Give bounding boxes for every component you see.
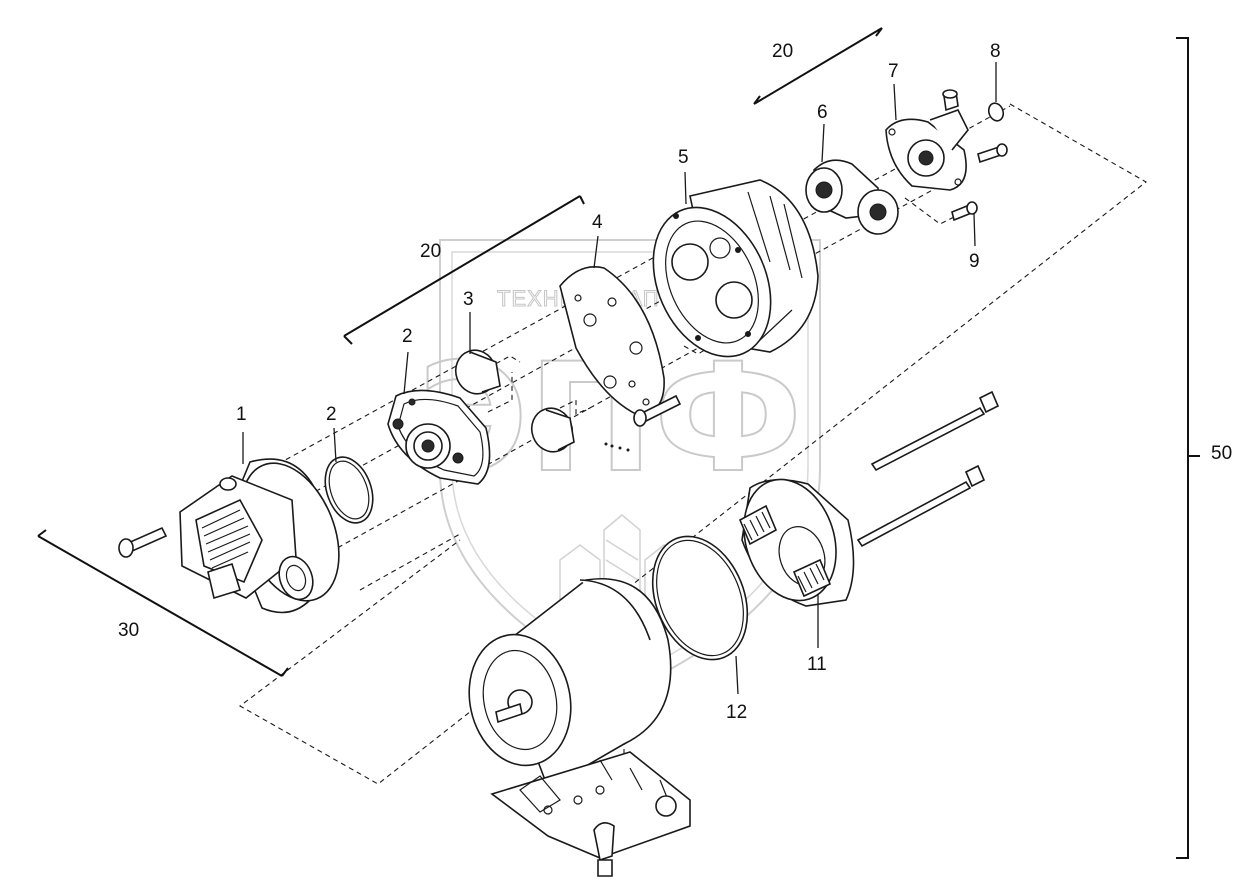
callout-2-ring: 2 [326,404,337,425]
bracket-group-20-top [753,27,883,105]
part-11-brush-plate [738,390,1000,607]
callout-1: 1 [236,404,247,425]
part-2-o-ring [324,456,374,524]
callout-7: 7 [888,61,899,82]
bracket-group-20-mid [343,195,585,345]
motor-body [468,578,672,790]
part-2-gear-plate [387,389,491,485]
callout-3: 3 [463,289,474,310]
callout-9: 9 [969,251,980,272]
callout-2-plate: 2 [402,326,413,347]
callout-6: 6 [817,102,828,123]
part-1-pump-housing [118,458,340,614]
callout-group-30: 30 [118,620,139,641]
group-brackets [37,27,1200,859]
part-8-snap-ring [987,102,1005,122]
part-3-plugs [454,349,575,453]
leader-lines [242,62,997,695]
part-9-pin [951,201,978,222]
part-6-bearing-caps [805,159,899,235]
callout-4: 4 [592,212,603,233]
callout-8: 8 [990,41,1001,62]
bracket-group-50 [1176,37,1200,859]
part-7-cover-flange [885,89,1008,191]
callout-group-20-top: 20 [772,41,793,62]
part-5-end-housing [652,179,819,358]
callout-labels: 1 2 2 3 4 5 6 7 8 9 11 12 20 20 30 50 [118,41,1232,723]
bracket-group-30 [37,529,289,677]
callout-5: 5 [678,147,689,168]
motor-mount-bracket [490,751,691,877]
callout-group-20-mid: 20 [420,241,441,262]
callout-12: 12 [726,702,747,723]
callout-11: 11 [807,654,827,675]
small-dots [604,442,630,452]
callout-group-50: 50 [1211,443,1232,464]
part-4-gasket-plate [559,266,682,452]
